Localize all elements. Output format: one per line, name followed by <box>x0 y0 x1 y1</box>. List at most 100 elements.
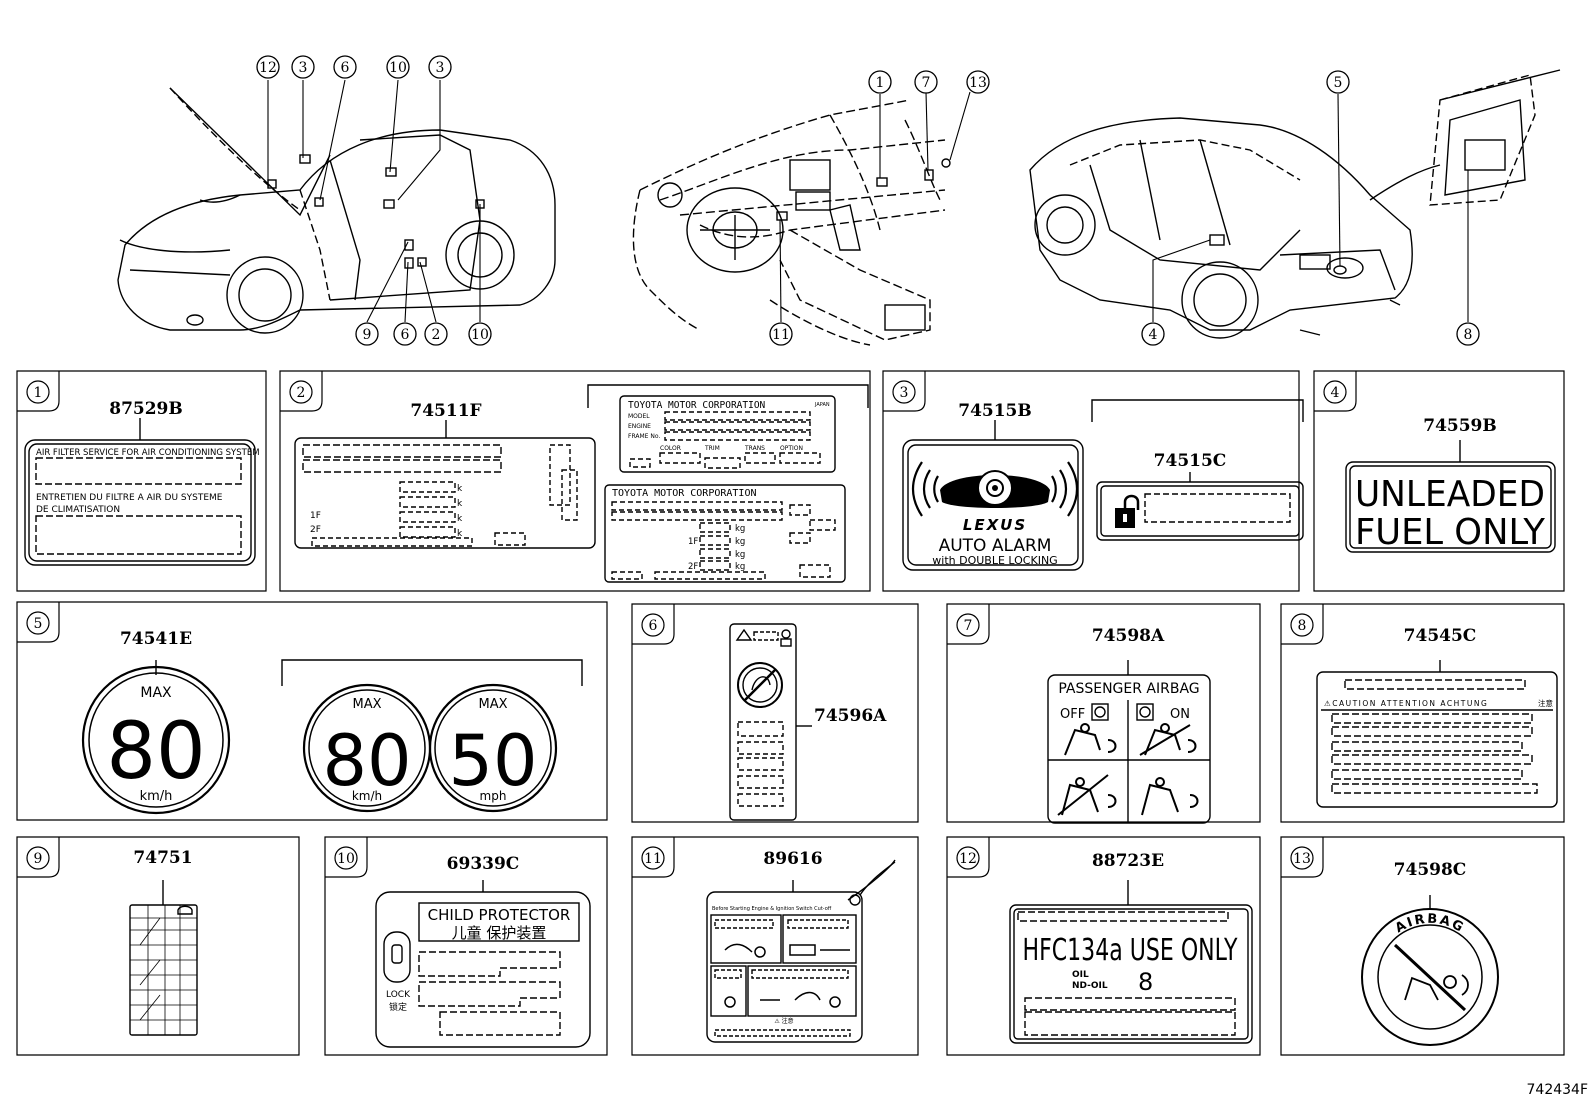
callout-bubble <box>333 55 357 79</box>
label-74598a: PASSENGER AIRBAG OFF ON <box>1047 660 1211 824</box>
panel-part-code: 74598C <box>1394 860 1467 880</box>
callout-number: 3 <box>299 60 308 76</box>
label2-k3: k <box>457 514 463 524</box>
panel-frame <box>631 836 919 1056</box>
panel-frame <box>946 836 1261 1056</box>
callout-number: 11 <box>772 327 790 343</box>
label-87529b: AIR FILTER SERVICE FOR AIR CONDITIONING … <box>24 418 260 566</box>
panel-frame <box>631 603 919 823</box>
callout-number: 4 <box>1149 327 1158 343</box>
label2-row-1f: 1F <box>310 511 321 521</box>
panel-number: 10 <box>337 851 355 867</box>
callout-bubble <box>914 70 938 94</box>
seat-airbag-on-icon <box>1139 723 1197 756</box>
panel-frame <box>16 601 608 821</box>
callout-bubble <box>424 322 448 346</box>
panel-number: 5 <box>34 616 43 632</box>
callout-number: 10 <box>471 327 489 343</box>
label2-color: COLOR <box>660 445 681 452</box>
adult-seat-icon <box>1141 777 1199 816</box>
label2-trim: TRIM <box>704 445 720 452</box>
seat-airbag-off-icon <box>1064 723 1117 756</box>
panel-part-code: 74598A <box>1092 626 1165 646</box>
callout-bubble <box>256 55 280 79</box>
callout-number: 8 <box>1464 327 1473 343</box>
panel-part-code: 74511F <box>410 401 481 421</box>
panel-number: 9 <box>34 851 43 867</box>
panel-number-bubble <box>641 846 665 870</box>
panel-number: 7 <box>964 618 973 634</box>
label-74511f: k k k k 1F 2F TOYOTA MOTOR CORPORATION J… <box>294 384 869 583</box>
panel-frame <box>946 603 1261 823</box>
panel-number: 13 <box>1293 851 1311 867</box>
panel-part-code: 87529B <box>109 399 183 419</box>
panel-frame <box>1313 370 1565 592</box>
label10-title-cn: 儿童 保护装置 <box>452 924 547 942</box>
panel-number-bubble <box>334 846 358 870</box>
car3-callouts: 5 4 8 <box>1141 70 1480 346</box>
panel-number-bubble <box>892 380 916 404</box>
label5-max2: MAX <box>352 697 381 712</box>
panel-number-bubble <box>26 611 50 635</box>
label5-unit3: mph <box>480 789 507 803</box>
child-seat-airbag-icon <box>1404 974 1469 1001</box>
label-74751 <box>129 880 198 1036</box>
label2-low-1f: 1F <box>688 537 698 547</box>
label-88723e: HFC134a USE ONLY OIL ND-OIL 8 <box>1009 880 1253 1044</box>
label1-text-line3: DE CLIMATISATION <box>36 505 120 515</box>
label10-title: CHILD PROTECTOR <box>428 906 571 924</box>
child-seat-crossed-icon <box>1057 774 1117 816</box>
panel-number-bubble <box>1290 613 1314 637</box>
panel-number: 11 <box>644 851 662 867</box>
panel-frame <box>16 836 300 1056</box>
label10-lock-cn: 锁定 <box>389 1001 407 1013</box>
padlock-icon <box>1115 494 1140 528</box>
callout-number: 12 <box>259 60 277 76</box>
label-74545c: ⚠CAUTION ATTENTION ACHTUNG 注意 <box>1316 660 1558 808</box>
car-front-view-illustration <box>117 87 556 334</box>
callout-bubble <box>1456 322 1480 346</box>
label7-on: ON <box>1170 707 1190 722</box>
panel-part-code: 69339C <box>447 854 520 874</box>
callout-bubble <box>1326 70 1350 94</box>
callout-bubble <box>355 322 379 346</box>
label2-model: MODEL <box>628 413 650 420</box>
panel-frames <box>16 370 1565 1056</box>
label5-unit1: km/h <box>140 789 173 804</box>
label4-unleaded: UNLEADED <box>1355 474 1545 515</box>
label5-speed3: 50 <box>448 720 537 802</box>
panel-labels: 187529B274511F374515B474559B574541E67459… <box>26 380 1497 880</box>
label-74541e: MAX 80 km/h MAX 80 km/h MAX 50 mph <box>81 659 583 815</box>
label4-fuel-only: FUEL ONLY <box>1355 512 1546 553</box>
callout-bubble <box>1141 322 1165 346</box>
label2-k4: k <box>457 529 463 539</box>
panel-part-code: 74541E <box>120 629 192 649</box>
label7-off: OFF <box>1060 707 1085 722</box>
callout-bubble <box>428 55 452 79</box>
interior-dashboard-illustration <box>632 99 946 346</box>
label3-part-74515c: 74515C <box>1154 451 1227 471</box>
panel-number: 8 <box>1298 618 1307 634</box>
label2-row-2f: 2F <box>310 525 321 535</box>
label2-frame: FRAME No. <box>628 433 660 440</box>
label8-mark: 注意 <box>1538 698 1553 708</box>
callout-number: 2 <box>432 327 441 343</box>
label2-kg2: kg <box>735 537 745 547</box>
label2-kg3: kg <box>735 550 745 560</box>
callout-number: 5 <box>1334 75 1343 91</box>
label2-low-2f: 2F <box>688 562 698 572</box>
callout-number: 3 <box>436 60 445 76</box>
label12-nd-oil: ND-OIL <box>1072 981 1108 991</box>
panel-part-code: 74545C <box>1404 626 1477 646</box>
callout-bubble <box>291 55 315 79</box>
panel-part-code: 88723E <box>1092 851 1164 871</box>
panel-part-code: 89616 <box>763 849 822 869</box>
panel-frame <box>1280 603 1565 823</box>
callout-number: 7 <box>922 75 931 91</box>
panel-number: 12 <box>959 851 977 867</box>
panel-number-bubble <box>956 613 980 637</box>
label11-title: Before Starting Engine & Ignition Switch… <box>712 906 832 912</box>
label3-brand: LEXUS <box>963 516 1027 534</box>
